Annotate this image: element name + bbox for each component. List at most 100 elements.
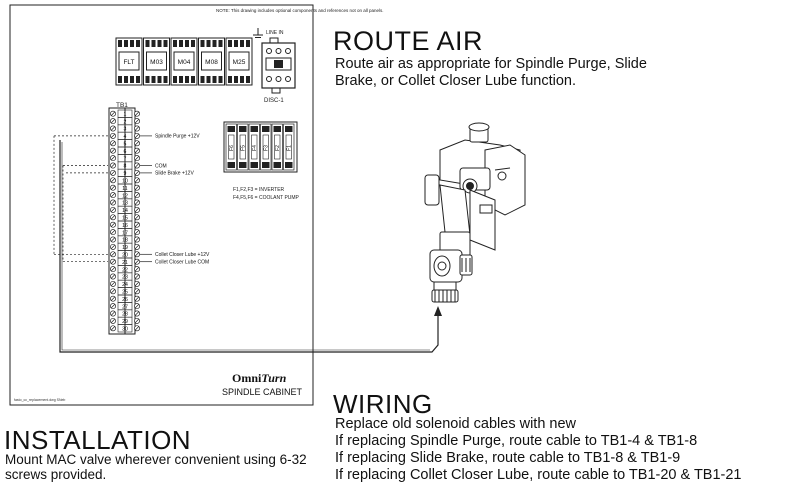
terminal-7: 7	[110, 154, 140, 162]
fuse-label: F3	[264, 145, 270, 151]
fuse-label: F5	[241, 145, 247, 151]
terminal-number: 18	[122, 238, 128, 244]
terminal-number: 16	[122, 223, 128, 229]
terminal-13: 13	[110, 198, 140, 207]
fuse-f1: F1	[283, 123, 295, 171]
fuse-legend-2: F4,F5,F6 = COOLANT PUMP	[233, 195, 300, 201]
terminal-number: 4	[124, 134, 127, 140]
terminal-number: 27	[122, 304, 128, 310]
terminal-22: 22	[110, 265, 140, 273]
fuse-label: F1	[287, 145, 293, 151]
terminal-number: 24	[122, 282, 128, 288]
terminal-number: 13	[122, 201, 128, 207]
wiring-body: Replace old solenoid cables with new If …	[335, 416, 795, 484]
terminal-number: 30	[122, 327, 128, 333]
footer-file: fasto_cc_replacement.dwg SNeb	[14, 398, 65, 402]
relay-flt: FLT	[115, 37, 143, 86]
terminal-24: 24	[110, 279, 140, 288]
brand-name: OmniTurn	[232, 371, 287, 385]
fuse-label: F2	[275, 145, 281, 151]
relay-m08: M08	[198, 37, 225, 86]
tap-tb1-21: Collet Closer Lube COM	[140, 260, 209, 266]
wiring-line-1: Replace old solenoid cables with new	[335, 416, 577, 432]
relay-m03: M03	[143, 37, 170, 86]
fuse-block: F6 F5 F4 F3 F2 F1	[223, 121, 298, 173]
terminal-25: 25	[110, 287, 140, 296]
terminal-number: 19	[122, 245, 128, 251]
terminal-number: 20	[122, 253, 128, 259]
mac-valve-illustration	[424, 122, 526, 303]
terminal-number: 28	[122, 312, 128, 318]
terminal-number: 5	[124, 142, 127, 148]
route-air-title: ROUTE AIR	[333, 26, 484, 56]
terminal-9: 9	[110, 168, 140, 177]
terminal-number: 21	[122, 260, 128, 266]
terminal-number: 22	[122, 267, 128, 273]
installation-title: INSTALLATION	[4, 425, 192, 455]
fuse-f5: F5	[237, 123, 249, 171]
drawing-note: NOTE: This drawing includes optional com…	[216, 8, 384, 13]
terminal-26: 26	[110, 294, 140, 303]
relay-label: M03	[150, 59, 163, 66]
terminal-block: 1234567891011121314151617181920212223242…	[108, 107, 140, 335]
relay-label: FLT	[123, 59, 134, 66]
disconnect: LINE IN DISC-1	[261, 30, 296, 104]
terminal-number: 1	[124, 112, 127, 118]
terminal-number: 9	[124, 171, 127, 177]
terminal-11: 11	[110, 183, 140, 192]
terminal-number: 26	[122, 297, 128, 303]
wiring-line-4: If replacing Collet Closer Lube, route c…	[335, 467, 742, 483]
fuse-legend-1: F1,F2,F3 = INVERTER	[233, 187, 285, 193]
relay-m25: M25	[225, 37, 253, 86]
terminal-12: 12	[110, 191, 140, 199]
fuse-f6: F6	[225, 123, 237, 171]
disconnect-label: DISC-1	[264, 98, 284, 104]
terminal-5: 5	[110, 139, 140, 148]
terminal-2: 2	[110, 117, 140, 125]
terminal-number: 12	[122, 193, 128, 199]
terminal-10: 10	[110, 176, 140, 185]
relay-group: FLT M03 M04 M08 M25	[115, 37, 253, 86]
fuse-f2: F2	[271, 123, 283, 171]
terminal-18: 18	[110, 235, 140, 244]
installation-body: Mount MAC valve wherever convenient usin…	[5, 452, 307, 482]
tap-tb1-4: Spindle Purge +12V	[140, 134, 200, 140]
terminal-number: 25	[122, 290, 128, 296]
terminal-8: 8	[110, 161, 140, 170]
terminal-number: 3	[124, 127, 127, 133]
terminal-27: 27	[110, 302, 140, 310]
tap-label: Slide Brake +12V	[155, 171, 194, 177]
terminal-number: 10	[122, 179, 128, 185]
fuse-f3: F3	[260, 123, 272, 171]
terminal-number: 14	[122, 208, 128, 214]
terminal-number: 2	[124, 119, 127, 125]
cable-arrow-icon	[434, 306, 442, 316]
route-air-body: Route air as appropriate for Spindle Pur…	[335, 56, 647, 89]
fuse-label: F4	[252, 145, 258, 151]
tap-label: Spindle Purge +12V	[155, 134, 200, 140]
terminal-28: 28	[110, 309, 140, 318]
fuse-f4: F4	[248, 123, 260, 171]
solenoid-cable	[59, 140, 439, 353]
brand-subtitle: SPINDLE CABINET	[222, 387, 303, 397]
terminal-block-label: TB1	[116, 102, 128, 109]
relay-m04: M04	[170, 37, 198, 86]
terminal-number: 11	[122, 186, 127, 192]
terminal-23: 23	[110, 272, 140, 281]
terminal-number: 6	[124, 149, 127, 155]
terminal-number: 23	[122, 275, 128, 281]
tap-label: Collet Closer Lube +12V	[155, 252, 210, 258]
tap-tb1-9: Slide Brake +12V	[140, 171, 194, 177]
fuse-label: F6	[229, 145, 235, 151]
terminal-30: 30	[110, 324, 140, 333]
terminal-number: 7	[124, 156, 127, 162]
terminal-number: 29	[122, 319, 128, 325]
relay-label: M08	[205, 59, 218, 66]
terminal-17: 17	[110, 228, 140, 236]
terminal-number: 15	[122, 216, 128, 222]
ground-icon	[253, 28, 263, 38]
tap-label: Collet Closer Lube COM	[155, 260, 209, 266]
